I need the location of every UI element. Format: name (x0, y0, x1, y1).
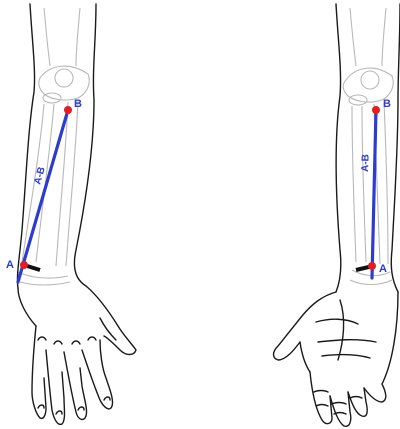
right-point-a-label: A (379, 263, 387, 275)
left-point-b (64, 106, 72, 114)
right-arm: B A A-B (274, 4, 400, 426)
left-point-a (20, 261, 28, 269)
right-segment-line (372, 110, 376, 278)
right-arm-bones (343, 8, 393, 285)
left-arm: B A A-B (6, 4, 136, 424)
right-segment-label: A-B (360, 154, 372, 172)
right-arm-outline (274, 4, 400, 426)
left-segment-line (18, 110, 68, 282)
right-point-b-label: B (383, 98, 391, 110)
left-arm-outline (17, 4, 136, 424)
left-point-b-label: B (74, 98, 82, 110)
right-point-a (368, 262, 376, 270)
right-point-b (372, 106, 380, 114)
left-point-a-label: A (6, 259, 14, 271)
